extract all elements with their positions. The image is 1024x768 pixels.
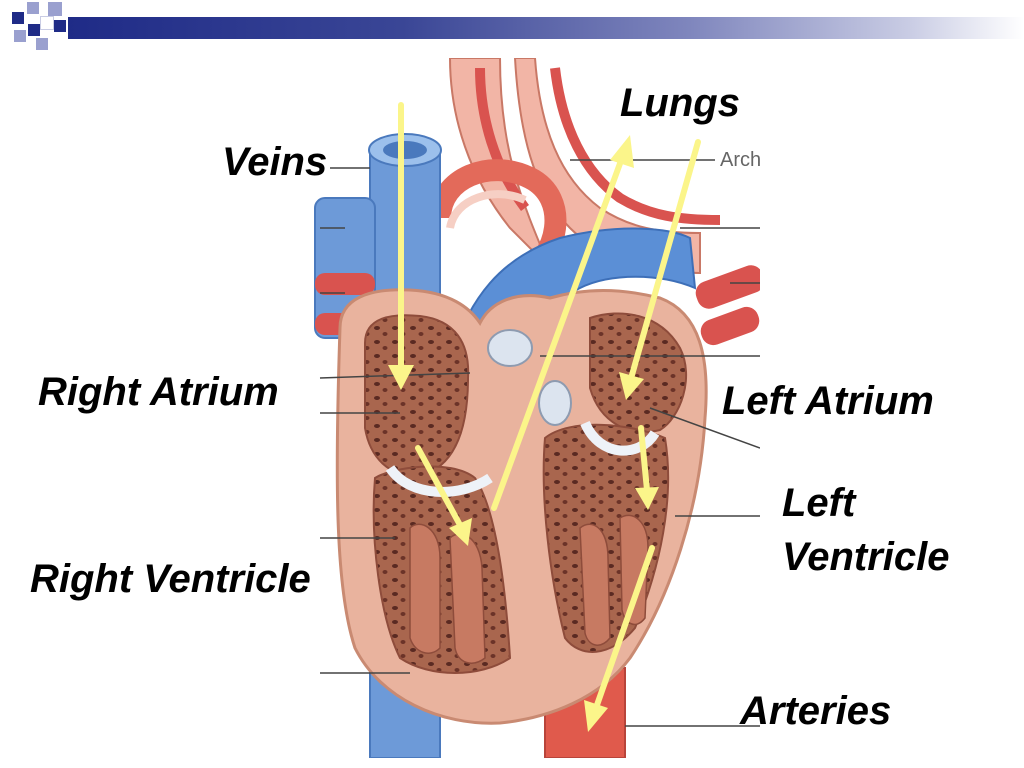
left-atrium-label: Left Atrium [722,379,934,423]
slide-header-decoration [0,0,1024,60]
arteries-label: Arteries [740,689,892,733]
arrowhead [635,487,659,510]
pulmonary-veins [315,265,760,346]
arch-label: Arch [720,149,760,171]
arrowhead [388,365,414,390]
deco-square [54,20,66,32]
left-ventricle-label-line2: Ventricle [782,535,950,579]
flow-arrow-lungs-to-left-atrium [629,139,701,378]
arrowhead [584,700,608,732]
deco-square [27,2,39,14]
deco-square [36,38,48,50]
left-ventricle-label-line1: Left [782,481,856,525]
flow-arrow-left-atrium-to-left-ventricle [638,425,650,493]
title-stripe [68,17,1024,39]
right-atrium-label: Right Atrium [38,370,279,414]
deco-square [28,24,40,36]
flow-arrow-right-atrium-to-right-ventricle [415,445,463,528]
flow-arrow-left-ventricle-to-arteries [594,545,655,708]
lungs-label: Lungs [620,81,740,125]
flow-arrow-right-ventricle-to-lungs [491,155,625,511]
deco-square [12,12,24,24]
arrowhead [619,372,644,400]
veins-label: Veins [222,140,328,184]
arrowhead [449,518,472,546]
arrowhead [610,135,634,168]
deco-square [14,30,26,42]
right-ventricle-label: Right Ventricle [30,557,311,601]
deco-square [40,16,54,30]
deco-square [48,2,62,16]
